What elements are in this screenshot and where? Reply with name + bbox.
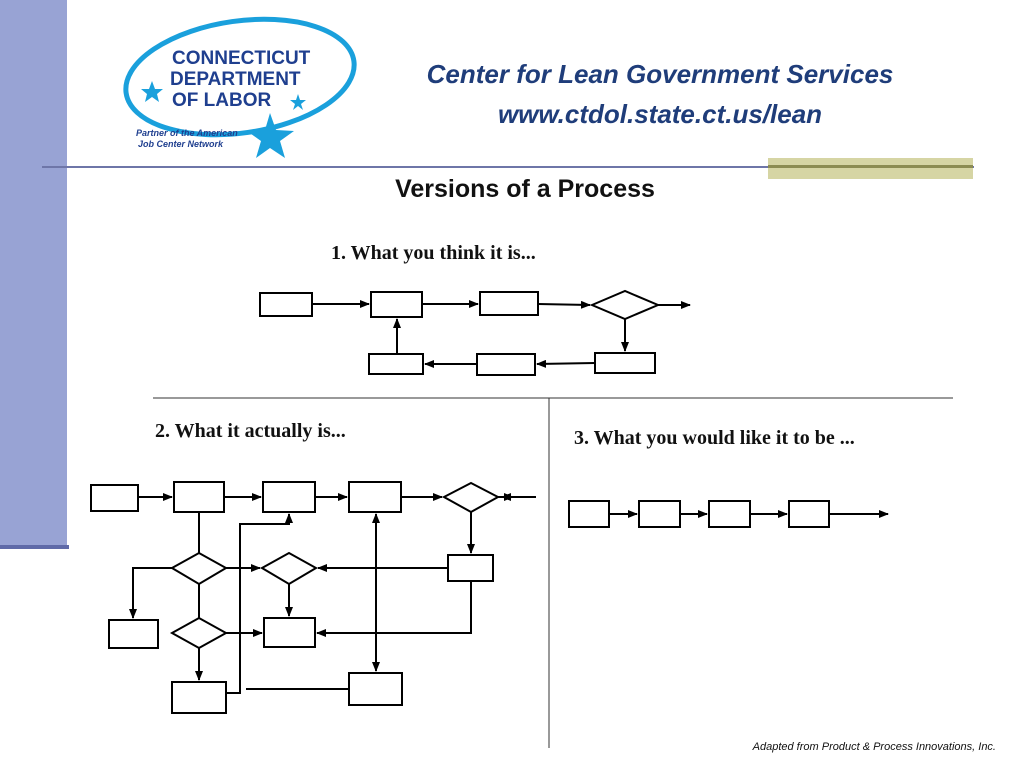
process-box xyxy=(638,500,681,528)
decision-diamond xyxy=(169,551,229,586)
process-box xyxy=(90,484,139,512)
logo-star-left-icon xyxy=(141,81,163,102)
process-box xyxy=(108,619,159,649)
logo-tagline-2: Job Center Network xyxy=(138,139,224,149)
process-box xyxy=(447,554,494,582)
decision-diamond xyxy=(259,551,319,586)
process-box xyxy=(476,353,536,376)
logo-line-3: OF LABOR xyxy=(172,90,271,111)
diagram-think xyxy=(259,289,691,376)
section-label-ideal: 3. What you would like it to be ... xyxy=(574,427,855,449)
process-box xyxy=(173,481,225,513)
process-box xyxy=(708,500,751,528)
header-title: Center for Lean Government Services xyxy=(426,59,894,89)
logo-star-large-icon xyxy=(247,113,294,158)
header-divider xyxy=(42,166,974,168)
process-box xyxy=(259,292,313,317)
process-box xyxy=(594,352,656,374)
section-label-actual: 2. What it actually is... xyxy=(155,420,346,442)
section-label-think: 1. What you think it is... xyxy=(331,242,536,264)
logo-line-1: CONNECTICUT xyxy=(172,48,311,69)
diagram-ideal xyxy=(568,500,889,528)
process-box xyxy=(348,672,403,706)
logo-tagline-1: Partner of the American xyxy=(136,128,238,138)
accent-bar xyxy=(768,158,973,179)
process-box xyxy=(368,353,424,375)
process-box xyxy=(262,481,316,513)
process-box xyxy=(788,500,830,528)
logo-star-right-icon xyxy=(290,94,306,110)
left-sidebar-edge xyxy=(0,545,69,549)
process-box xyxy=(370,291,423,318)
left-sidebar-band xyxy=(0,0,67,545)
decision-diamond xyxy=(169,616,229,650)
process-box xyxy=(348,481,402,513)
footer-credit: Adapted from Product & Process Innovatio… xyxy=(752,741,996,753)
process-box xyxy=(171,681,227,714)
diagram-actual xyxy=(90,481,536,714)
flow-arrow xyxy=(536,359,596,368)
process-box xyxy=(568,500,610,528)
flow-arrow xyxy=(316,581,472,637)
process-box xyxy=(263,617,316,648)
flow-arrow xyxy=(226,513,293,694)
flow-arrow xyxy=(129,567,172,619)
header-url: www.ctdol.state.ct.us/lean xyxy=(497,99,823,129)
decision-diamond xyxy=(441,481,501,514)
decision-diamond xyxy=(589,289,661,321)
logo-line-2: DEPARTMENT xyxy=(170,69,301,90)
accent-bar-line xyxy=(768,165,973,168)
ctdol-logo: CONNECTICUT DEPARTMENT OF LABOR Partner … xyxy=(123,16,357,158)
flow-arrow xyxy=(537,300,591,309)
process-box xyxy=(479,291,539,316)
slide-title: Versions of a Process xyxy=(395,175,655,203)
